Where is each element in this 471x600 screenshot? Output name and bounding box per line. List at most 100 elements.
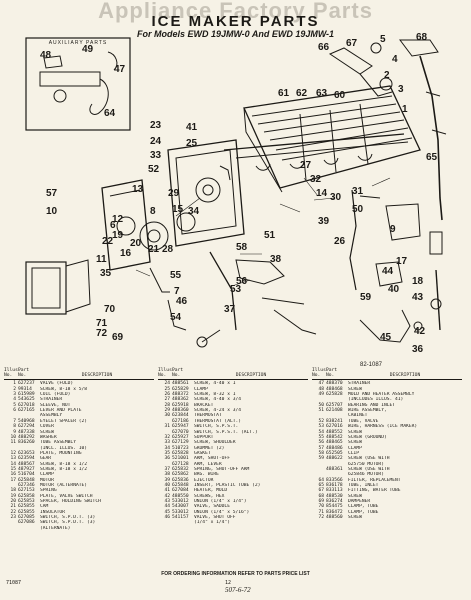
illus-number: 19 bbox=[10, 493, 16, 499]
part-number: 836178 bbox=[326, 482, 343, 488]
callout-20: 20 bbox=[130, 238, 142, 249]
part-number: 625947 bbox=[172, 424, 189, 430]
callout-54: 54 bbox=[170, 312, 182, 323]
callout-16: 16 bbox=[120, 248, 132, 259]
part-description: 625846 MOTOR) bbox=[348, 472, 384, 478]
illus-number: 68 bbox=[318, 493, 324, 499]
callout-31: 31 bbox=[352, 186, 364, 197]
illus-number: 22 bbox=[10, 509, 16, 515]
part-description: GROMMET (2) bbox=[194, 445, 225, 451]
illus-number: 59 bbox=[318, 456, 324, 462]
part-description: CLAMP, TUBE bbox=[348, 509, 379, 515]
part-description: SCREW, 4-40 x 1 bbox=[194, 381, 236, 387]
header-part-no: No. bbox=[172, 373, 181, 379]
illus-number: 13 bbox=[10, 456, 16, 462]
illus-number: 44 bbox=[164, 504, 170, 510]
part-description: SCREW bbox=[348, 515, 362, 520]
part-number: 487927 bbox=[18, 466, 35, 472]
part-description: MOLD AND HEATER ASSEMBLY bbox=[348, 392, 415, 398]
callout-46: 46 bbox=[176, 296, 188, 307]
callout-68: 68 bbox=[416, 32, 428, 43]
illus-number: 25 bbox=[164, 386, 170, 392]
part-number: 627070 bbox=[172, 429, 189, 435]
illus-number: 1 bbox=[13, 381, 16, 387]
part-number: 488567 bbox=[18, 461, 35, 467]
part-description: PLATE, MOUNTING bbox=[40, 450, 82, 456]
part-description: CAM bbox=[40, 504, 49, 510]
part-description: SCREW, 8-18 x 1/2 bbox=[40, 466, 88, 472]
callout-39: 39 bbox=[318, 216, 330, 227]
watermark: Appliance Factory Parts bbox=[98, 0, 373, 23]
callout-17: 17 bbox=[396, 256, 408, 267]
part-number: 627346 bbox=[18, 482, 35, 488]
illus-number: 49 bbox=[318, 392, 324, 398]
callout-3: 3 bbox=[398, 84, 404, 95]
part-number: 627294 bbox=[18, 424, 35, 430]
part-number bbox=[18, 526, 40, 531]
part-number: 516704 bbox=[18, 472, 35, 478]
parts-row: (INCL. ILLUS. 10) bbox=[4, 446, 154, 451]
illus-number: 46 bbox=[164, 515, 170, 520]
illus-number: 10 bbox=[10, 434, 16, 440]
illus-number: 36 bbox=[164, 456, 170, 462]
part-description: FILTER, REPLACEMENT bbox=[348, 477, 401, 483]
part-number: 488372 bbox=[172, 392, 189, 398]
header-part: Part bbox=[326, 368, 338, 373]
part-number: 625855 bbox=[18, 504, 35, 510]
header-illus-no: No. bbox=[158, 373, 167, 379]
illus-number: 11 bbox=[10, 440, 16, 446]
callout-23: 23 bbox=[150, 120, 162, 131]
callout-14: 14 bbox=[316, 188, 328, 199]
part-number: 627086 bbox=[18, 520, 35, 526]
part-number: 99314 bbox=[18, 386, 32, 392]
part-description: SCREW, 8-18 x 1/2 bbox=[40, 461, 88, 467]
part-description: (ALTERNATE) bbox=[40, 525, 71, 531]
header-part-no: No. bbox=[326, 373, 335, 379]
part-description: SCREW, 8-32 x 1 bbox=[194, 392, 236, 398]
part-description: SPRING bbox=[40, 488, 57, 494]
callout-44: 44 bbox=[382, 266, 394, 277]
part-number: 487338 bbox=[18, 429, 35, 435]
header-illus: Illus. bbox=[158, 368, 175, 373]
part-number: 854475 bbox=[326, 504, 343, 510]
part-number: 521001 bbox=[172, 456, 189, 462]
parts-row: 625846 MOTOR) bbox=[312, 472, 462, 477]
part-description: COVER bbox=[40, 424, 54, 430]
callout-37: 37 bbox=[224, 304, 236, 315]
part-description: STRAINER bbox=[348, 381, 371, 387]
illus-number: 23 bbox=[10, 515, 16, 520]
part-number: 625828 bbox=[172, 450, 189, 456]
header-illus: Illus. bbox=[312, 368, 329, 373]
part-number: 488486 bbox=[326, 445, 343, 451]
part-description: CLIP bbox=[348, 450, 360, 456]
part-number: 833566 bbox=[326, 477, 343, 483]
handwritten-stamp: 507-6-72 bbox=[225, 586, 251, 594]
part-number: 836260 bbox=[18, 440, 35, 446]
part-number: 488360 bbox=[172, 408, 189, 414]
part-number: 627018 bbox=[18, 402, 35, 408]
callout-19: 19 bbox=[112, 230, 124, 241]
callout-52: 52 bbox=[148, 164, 160, 175]
part-number: 625832 bbox=[172, 466, 189, 472]
